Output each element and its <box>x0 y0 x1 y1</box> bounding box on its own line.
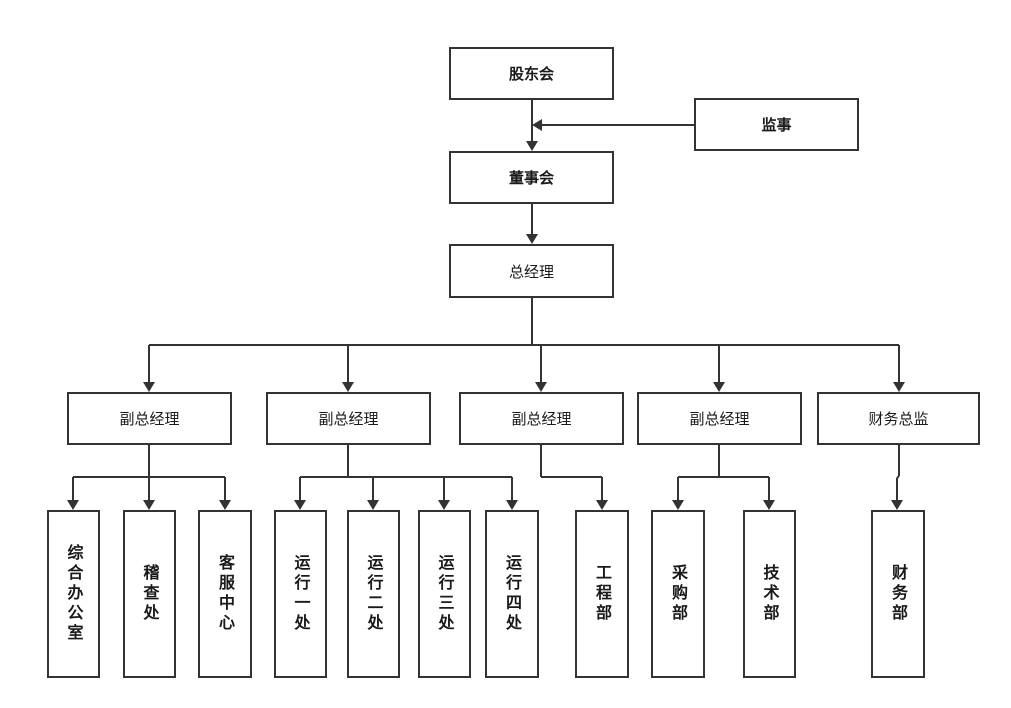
node-vp-2: 副总经理 <box>266 392 431 445</box>
node-technology: 技术部 <box>743 510 796 678</box>
node-inspection: 稽查处 <box>123 510 176 678</box>
node-general-manager: 总经理 <box>449 244 614 298</box>
node-ops-3: 运行三处 <box>418 510 471 678</box>
node-engineering: 工程部 <box>575 510 629 678</box>
node-ops-2: 运行二处 <box>347 510 400 678</box>
node-board: 董事会 <box>449 151 614 204</box>
node-supervisor: 监事 <box>694 98 859 151</box>
node-finance: 财务部 <box>871 510 925 678</box>
node-vp-1: 副总经理 <box>67 392 232 445</box>
node-cfo: 财务总监 <box>817 392 980 445</box>
node-vp-3: 副总经理 <box>459 392 624 445</box>
node-vp-4: 副总经理 <box>637 392 802 445</box>
node-procurement: 采购部 <box>651 510 705 678</box>
node-shareholders: 股东会 <box>449 47 614 100</box>
node-ops-4: 运行四处 <box>485 510 539 678</box>
node-customer-service: 客服中心 <box>198 510 252 678</box>
node-ops-1: 运行一处 <box>274 510 327 678</box>
node-admin-office: 综合办公室 <box>47 510 100 678</box>
